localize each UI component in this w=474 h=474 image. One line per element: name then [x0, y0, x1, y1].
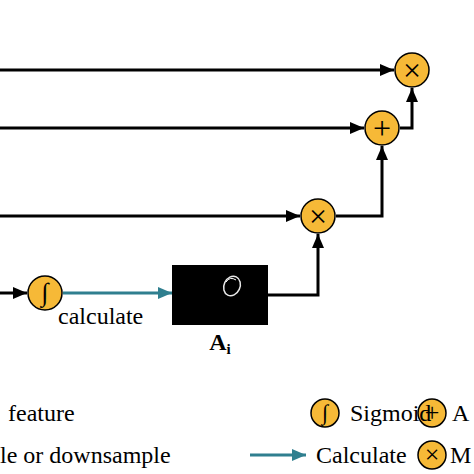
- legend-text: Sigmoid: [350, 399, 431, 427]
- operator-symbol: ×: [403, 54, 421, 86]
- map-name: A: [209, 329, 226, 355]
- add-node: +: [364, 110, 400, 146]
- operator-symbol: ×: [309, 200, 327, 232]
- legend-sigmoid-symbol: [311, 399, 339, 427]
- circle-shape: [365, 111, 399, 145]
- map-contour: [226, 278, 236, 282]
- legend-text: feature: [8, 399, 75, 427]
- map-contour: [221, 274, 244, 299]
- legend-multiply-symbol: [418, 441, 446, 469]
- input-arrow: [0, 127, 364, 130]
- circle-shape: [28, 276, 62, 310]
- legend-text: Calculate: [316, 441, 407, 469]
- edge-label: calculate: [58, 302, 143, 330]
- circle-shape: [301, 199, 335, 233]
- connector: [268, 234, 318, 295]
- multiply-node: ×: [300, 198, 336, 234]
- operator-symbol: +: [373, 112, 391, 144]
- sigmoid-node: ∫: [27, 275, 63, 311]
- connector: [336, 146, 382, 216]
- input-arrow: [0, 292, 27, 295]
- sigmoid-symbol: ∫: [311, 399, 339, 427]
- attention-map: Ai: [172, 265, 268, 325]
- input-arrow: [0, 215, 300, 218]
- legend-text: le or downsample: [0, 441, 171, 469]
- connector: [63, 292, 172, 295]
- legend-calculate-arrow: [250, 454, 306, 457]
- legend-text: A: [452, 399, 469, 427]
- map-caption: Ai: [172, 329, 268, 358]
- legend-text: M: [450, 441, 471, 469]
- multiply-node: ×: [394, 52, 430, 88]
- connector: [400, 88, 412, 128]
- input-arrow: [0, 69, 394, 72]
- map-subscript: i: [227, 341, 231, 357]
- circle-shape: [395, 53, 429, 87]
- operator-symbol: ∫: [41, 280, 48, 306]
- multiply-symbol: ×: [418, 441, 446, 469]
